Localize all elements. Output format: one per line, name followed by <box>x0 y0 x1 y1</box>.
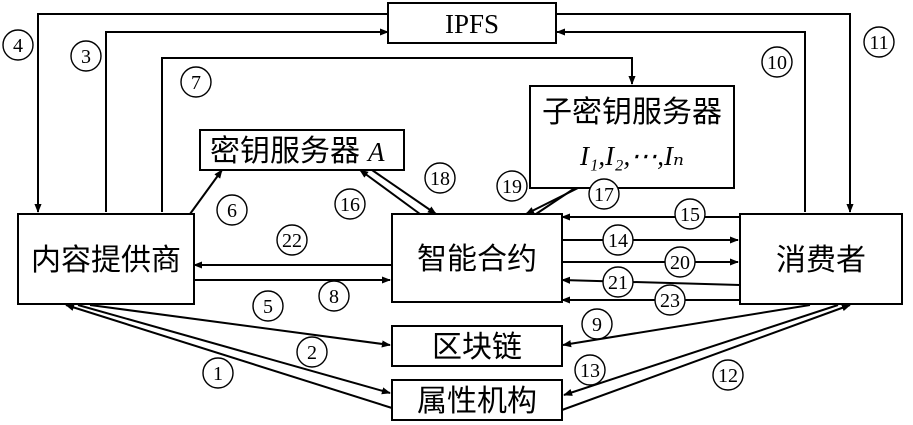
step-6: 6 <box>216 194 248 226</box>
svg-text:16: 16 <box>340 194 360 216</box>
svg-text:4: 4 <box>13 35 23 57</box>
arrow-provider-to-subkey <box>161 57 636 212</box>
step-1: 1 <box>202 357 234 389</box>
node-ipfs: IPFS <box>387 2 557 44</box>
svg-text:10: 10 <box>767 52 787 74</box>
step-10: 10 <box>761 46 793 78</box>
step-7: 7 <box>180 66 212 98</box>
svg-text:23: 23 <box>660 290 680 312</box>
step-22: 22 <box>276 224 308 256</box>
svg-text:22: 22 <box>282 230 302 252</box>
node-consumer: 消费者 <box>739 213 903 305</box>
svg-text:20: 20 <box>670 252 690 274</box>
arrow-provider-to-keyserver <box>189 169 223 215</box>
arrow-consumer-to-ipfs <box>556 28 806 212</box>
node-smart-contract: 智能合约 <box>391 213 563 303</box>
arrow-ipfs-to-provider <box>34 13 388 213</box>
ipfs-label: IPFS <box>445 9 499 39</box>
arrow-consumer-to-contract-21 <box>561 276 741 286</box>
step-9: 9 <box>581 308 613 340</box>
step-8: 8 <box>318 280 350 312</box>
step-21: 21 <box>602 266 634 298</box>
arrow-ipfs-to-consumer <box>555 13 854 213</box>
svg-text:8: 8 <box>329 286 339 308</box>
step-19: 19 <box>496 170 528 202</box>
svg-text:14: 14 <box>608 230 628 252</box>
consumer-label: 消费者 <box>776 243 866 278</box>
step-4: 4 <box>2 29 34 61</box>
node-blockchain: 区块链 <box>391 325 563 367</box>
step-17: 17 <box>588 178 620 210</box>
arrow-consumer-to-authority <box>563 304 839 396</box>
svg-text:18: 18 <box>430 168 450 190</box>
arrow-authority-to-consumer <box>561 304 851 411</box>
step-18: 18 <box>424 162 456 194</box>
step-2: 2 <box>296 336 328 368</box>
svg-text:6: 6 <box>227 200 237 222</box>
attribute-authority-label: 属性机构 <box>417 384 537 419</box>
arrow-keyserver-to-contract <box>371 169 437 215</box>
svg-text:15: 15 <box>680 204 700 226</box>
svg-text:19: 19 <box>502 176 522 198</box>
step-16: 16 <box>334 188 366 220</box>
arrows <box>34 13 854 411</box>
step-23: 23 <box>654 284 686 316</box>
step-5: 5 <box>252 290 284 322</box>
step-markers: 1 2 3 4 5 6 7 8 9 10 11 12 13 14 15 16 1… <box>2 26 895 391</box>
node-content-provider: 内容提供商 <box>17 213 195 305</box>
node-attribute-authority: 属性机构 <box>391 379 563 421</box>
sub-key-server-label: 子密钥服务器 <box>542 95 722 130</box>
step-11: 11 <box>863 26 895 58</box>
svg-text:9: 9 <box>592 314 602 336</box>
content-provider-label: 内容提供商 <box>31 243 181 278</box>
sub-key-server-ids: I₁,I₂,⋯,Iₙ <box>579 141 684 171</box>
svg-text:3: 3 <box>81 46 91 68</box>
smart-contract-label: 智能合约 <box>417 242 537 277</box>
arrow-provider-to-authority <box>77 304 391 395</box>
step-12: 12 <box>712 359 744 391</box>
arrow-contract-to-keyserver <box>359 169 421 215</box>
step-3: 3 <box>70 40 102 72</box>
arrow-provider-to-blockchain <box>89 304 391 348</box>
svg-text:17: 17 <box>594 184 614 206</box>
svg-text:21: 21 <box>608 272 628 294</box>
svg-text:1: 1 <box>213 363 223 385</box>
step-14: 14 <box>602 224 634 256</box>
blockchain-label: 区块链 <box>432 330 522 365</box>
node-sub-key-server: 子密钥服务器 I₁,I₂,⋯,Iₙ <box>529 85 735 189</box>
svg-text:13: 13 <box>580 360 600 382</box>
svg-text:12: 12 <box>718 365 738 387</box>
arrow-authority-to-provider <box>65 304 393 409</box>
svg-text:11: 11 <box>869 32 888 54</box>
step-13: 13 <box>574 354 606 386</box>
step-20: 20 <box>664 246 696 278</box>
step-15: 15 <box>674 198 706 230</box>
arrow-provider-to-ipfs <box>105 28 389 212</box>
svg-text:5: 5 <box>263 296 273 318</box>
svg-text:2: 2 <box>307 342 317 364</box>
svg-text:7: 7 <box>191 72 201 94</box>
arrow-consumer-to-blockchain <box>562 304 811 348</box>
